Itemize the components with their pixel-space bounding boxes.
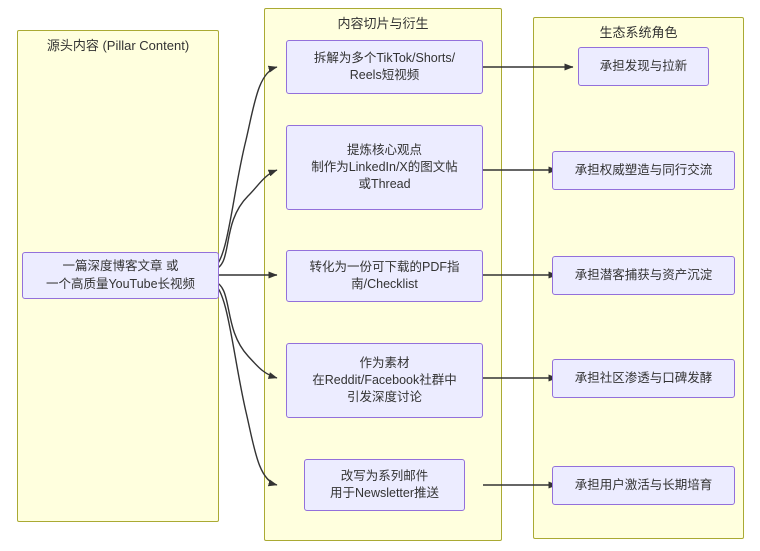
node-label-role-lead-capture-assets: 承担潜客捕获与资产沉淀 — [574, 267, 713, 282]
node-role-discovery-acquisition[interactable]: 承担发现与拉新 — [578, 47, 709, 86]
node-label-role-activation-nurturing: 承担用户激活与长期培育 — [574, 477, 713, 492]
node-label-role-authority-peer-exchange: 承担权威塑造与同行交流 — [574, 162, 713, 177]
subgraph-title-content-repurpose: 内容切片与衍生 — [337, 16, 429, 31]
node-label-role-discovery-acquisition: 承担发现与拉新 — [599, 58, 688, 73]
node-role-activation-nurturing[interactable]: 承担用户激活与长期培育 — [552, 466, 735, 505]
node-label-role-community-wom: 承担社区渗透与口碑发酵 — [574, 370, 713, 385]
subgraph-title-source-content: 源头内容 (Pillar Content) — [46, 38, 190, 53]
node-label-pdf-guide: 转化为一份可下载的PDF指 南/Checklist — [309, 259, 460, 291]
node-label-community-discussion: 作为素材 在Reddit/Facebook社群中 引发深度讨论 — [312, 355, 457, 405]
node-label-social-text-posts: 提炼核心观点 制作为LinkedIn/X的图文帖 或Thread — [311, 142, 458, 192]
subgraph-title-ecosystem-roles: 生态系统角色 — [599, 25, 678, 40]
node-newsletter-emails[interactable]: 改写为系列邮件 用于Newsletter推送 — [304, 459, 465, 511]
node-short-video-clips[interactable]: 拆解为多个TikTok/Shorts/ Reels短视频 — [286, 40, 483, 94]
node-role-authority-peer-exchange[interactable]: 承担权威塑造与同行交流 — [552, 151, 735, 190]
node-role-lead-capture-assets[interactable]: 承担潜客捕获与资产沉淀 — [552, 256, 735, 295]
node-social-text-posts[interactable]: 提炼核心观点 制作为LinkedIn/X的图文帖 或Thread — [286, 125, 483, 210]
node-label-pillar-content: 一篇深度博客文章 或 一个高质量YouTube长视频 — [45, 259, 196, 291]
node-role-community-wom[interactable]: 承担社区渗透与口碑发酵 — [552, 359, 735, 398]
node-label-short-video-clips: 拆解为多个TikTok/Shorts/ Reels短视频 — [313, 50, 456, 82]
node-label-newsletter-emails: 改写为系列邮件 用于Newsletter推送 — [329, 468, 440, 500]
node-pillar-content[interactable]: 一篇深度博客文章 或 一个高质量YouTube长视频 — [22, 252, 219, 299]
node-community-discussion[interactable]: 作为素材 在Reddit/Facebook社群中 引发深度讨论 — [286, 343, 483, 418]
node-pdf-guide[interactable]: 转化为一份可下载的PDF指 南/Checklist — [286, 250, 483, 302]
